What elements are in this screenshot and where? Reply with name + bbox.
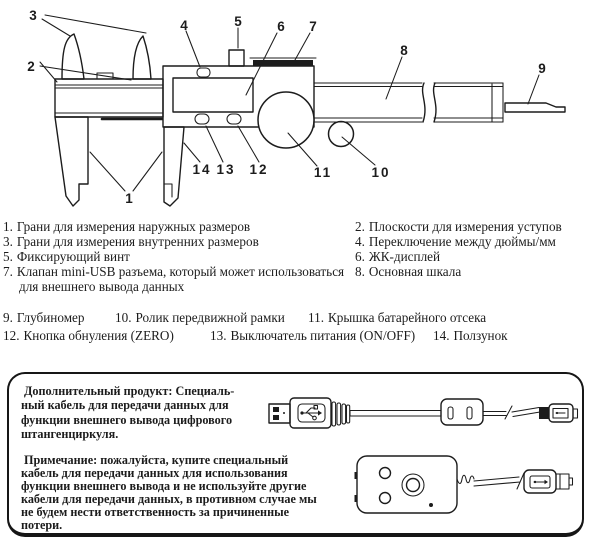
- callout-3: 3: [29, 8, 37, 23]
- part-item-1: 1.Грани для измерения наружных размеров: [3, 219, 251, 234]
- part-item-4: 4.Переключение между дюймы/мм: [355, 234, 556, 249]
- callout-8: 8: [400, 43, 408, 58]
- lcd-display: [172, 77, 254, 113]
- part-item-8: 8.Основная шкала: [355, 264, 462, 279]
- inch-mm-button: [196, 67, 211, 78]
- callout-9: 9: [538, 61, 546, 76]
- leader-lines: [39, 14, 540, 192]
- callout-6: 6: [277, 19, 285, 34]
- usage-note: Примечание: пожалуйста, купите специальн…: [21, 453, 317, 532]
- callout-1: 1: [125, 191, 133, 206]
- part-item-6: 6.ЖК-дисплей: [355, 249, 441, 264]
- callout-2: 2: [27, 59, 35, 74]
- main-beam: [313, 82, 566, 123]
- zero-button: [226, 113, 242, 125]
- part-item-9: 9.Глубиномер: [3, 310, 85, 325]
- callout-12: 12: [249, 162, 268, 177]
- battery-cover: [257, 91, 315, 149]
- accessory-info-box: Дополнительный продукт: Специаль- ный ка…: [7, 372, 584, 537]
- slider-details: [172, 49, 317, 125]
- upper-jaw-fixed: [61, 33, 85, 80]
- callout-5: 5: [234, 14, 242, 29]
- callout-11: 11: [314, 165, 332, 180]
- usb-cover: [253, 60, 313, 66]
- callout-10: 10: [371, 165, 390, 180]
- part-item-11: 11.Крышка батарейного отсека: [308, 310, 487, 325]
- on-off-button: [194, 113, 210, 125]
- part-item-3: 3.Грани для измерения внутренних размеро…: [3, 234, 259, 249]
- callout-13: 13: [216, 162, 235, 177]
- callout-numbers: 1 2 3 4 5 6 7 8 9 10 11 12 13 14: [27, 8, 546, 206]
- callout-4: 4: [180, 18, 188, 33]
- lower-jaw-fixed: [54, 116, 89, 207]
- part-item-5: 5.Фиксирующий винт: [3, 249, 130, 264]
- product-note: Дополнительный продукт: Специаль- ный ка…: [21, 384, 235, 442]
- depth-rod: [504, 102, 566, 113]
- upper-jaw-slider: [132, 35, 152, 80]
- caliper-head: [54, 33, 185, 207]
- lock-screw: [228, 49, 245, 67]
- part-item-12: 12.Кнопка обнуления (ZERO): [3, 328, 174, 343]
- callout-14: 14: [192, 162, 211, 177]
- part-item-2: 2.Плоскости для измерения уступов: [355, 219, 562, 234]
- part-item-7: 7.Клапан mini-USB разъема, который может…: [3, 264, 345, 294]
- caliper-diagram: 1 2 3 4 5 6 7 8 9 10 11 12 13 14: [27, 8, 566, 207]
- part-item-14: 14.Ползунок: [433, 328, 508, 343]
- part-item-13: 13.Выключатель питания (ON/OFF): [210, 328, 416, 343]
- part-item-10: 10.Ролик передвижной рамки: [115, 310, 285, 325]
- callout-7: 7: [309, 19, 317, 34]
